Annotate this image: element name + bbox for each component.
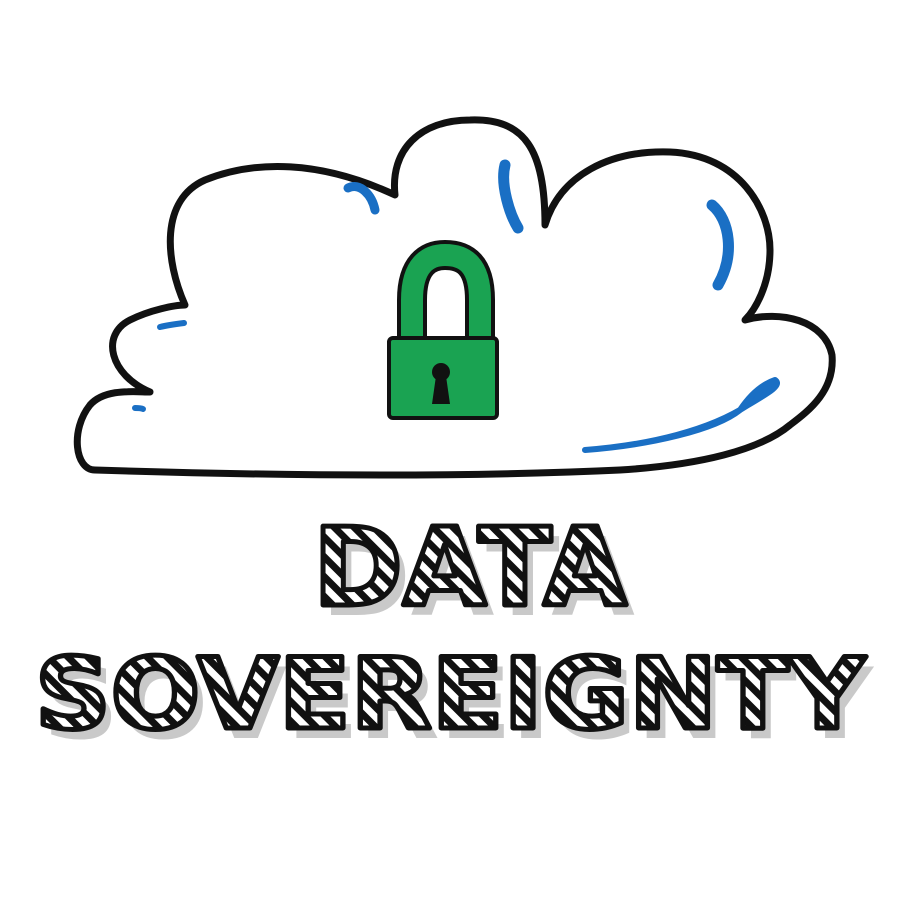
cloud-icon <box>73 116 836 479</box>
headline-line-1-text: DATA <box>313 506 627 631</box>
headline-line-2-text: SOVEREIGNTY <box>35 638 866 752</box>
headline-line-2-shadow: SOVEREIGNTY <box>43 648 874 762</box>
padlock-icon <box>387 240 499 420</box>
cloud-highlight-2 <box>498 159 524 234</box>
keyhole-icon <box>432 363 450 404</box>
headline-line-1: DATA DATA <box>311 504 636 642</box>
headline-line-2: SOVEREIGNTY SOVEREIGNTY <box>33 636 875 763</box>
cloud-highlight-6 <box>582 377 780 453</box>
cloud-highlight-4 <box>157 320 187 330</box>
headline-line-1-shadow: DATA <box>321 516 635 641</box>
cloud-highlight-1 <box>343 182 380 215</box>
cloud-highlight-5 <box>132 405 146 412</box>
cloud-outline <box>73 116 836 479</box>
cloud-highlight-3 <box>706 199 734 291</box>
